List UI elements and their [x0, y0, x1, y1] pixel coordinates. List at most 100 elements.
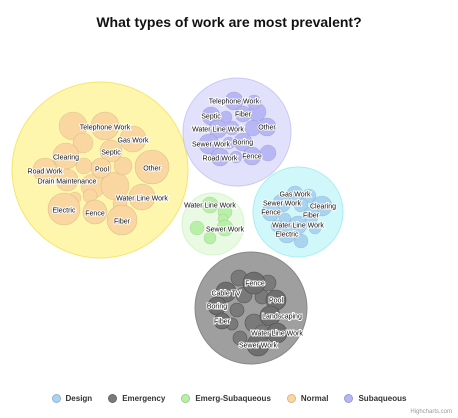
point-label: Road Work	[203, 156, 238, 163]
legend-item-subaqueous[interactable]: Subaqueous	[344, 394, 406, 403]
point-bubble-road-work[interactable]	[210, 147, 230, 167]
chart-title: What types of work are most prevalent?	[96, 14, 362, 30]
point-bubble-fence[interactable]	[242, 271, 266, 295]
legend-label: Emerg-Subaqueous	[195, 394, 271, 403]
legend: Design Emergency Emerg-Subaqueous Normal Sub…	[0, 394, 458, 403]
point-bubble-fiber[interactable]	[106, 204, 138, 236]
point-label: Cable TV	[211, 291, 240, 298]
point-label: Sewer Work	[192, 142, 230, 149]
point-bubble-sewer-work[interactable]	[198, 133, 220, 155]
filler-bubble-emerg-subaqueous[interactable]	[203, 231, 217, 245]
point-bubble-sewer-work[interactable]	[216, 219, 234, 237]
filler-bubble-subaqueous[interactable]	[246, 94, 262, 110]
point-label: Fence	[85, 211, 105, 218]
filler-bubble-emergency[interactable]	[229, 302, 245, 318]
point-bubble-water-line-work[interactable]	[128, 183, 156, 211]
point-label: Sewer Work	[206, 227, 244, 234]
point-label: Clearing	[53, 155, 79, 162]
point-label: Fence	[245, 281, 265, 288]
point-bubble-other[interactable]	[134, 149, 170, 185]
point-bubble-telephone-work[interactable]	[90, 111, 120, 141]
point-bubble-fiber[interactable]	[234, 105, 252, 123]
point-bubble-clearing[interactable]	[52, 142, 80, 170]
point-bubble-septic[interactable]	[99, 139, 123, 163]
legend-label: Normal	[300, 394, 329, 403]
point-label: Other	[143, 166, 161, 173]
filler-bubble-subaqueous[interactable]	[259, 144, 277, 162]
legend-label: Subaqueous	[358, 394, 407, 403]
point-label: Water Line Work	[251, 331, 303, 338]
point-bubble-water-line-work[interactable]	[266, 322, 288, 344]
point-label: Gas Work	[118, 138, 149, 145]
group-bubble-design[interactable]	[252, 166, 344, 258]
point-bubble-telephone-work[interactable]	[224, 91, 244, 111]
point-bubble-water-line-work[interactable]	[201, 196, 219, 214]
point-label: Water Line Work	[192, 127, 244, 134]
point-bubble-water-line-work[interactable]	[208, 119, 228, 139]
point-label: Electric	[53, 208, 76, 215]
point-bubble-road-work[interactable]	[32, 157, 58, 183]
point-label: Sewer Work	[239, 343, 277, 350]
point-bubble-pool[interactable]	[90, 157, 112, 179]
point-label: Pool	[269, 298, 283, 305]
point-label: Other	[258, 125, 276, 132]
point-label: Boring	[233, 140, 253, 147]
point-label: Gas Work	[280, 192, 311, 199]
legend-marker	[51, 394, 61, 403]
point-bubble-fence[interactable]	[261, 202, 281, 222]
point-label: Pool	[95, 167, 109, 174]
point-label: Boring	[207, 304, 227, 311]
point-bubble-gas-work[interactable]	[119, 125, 147, 153]
filler-bubble-design[interactable]	[308, 221, 322, 235]
point-bubble-fence[interactable]	[242, 146, 262, 166]
filler-bubble-subaqueous[interactable]	[229, 150, 243, 164]
filler-bubble-subaqueous[interactable]	[219, 110, 233, 124]
point-label: Water Line Work	[116, 196, 168, 203]
point-label: Fiber	[114, 219, 131, 226]
point-bubble-fiber[interactable]	[302, 206, 320, 224]
legend-item-normal[interactable]: Normal	[286, 394, 329, 403]
filler-bubble-normal[interactable]	[72, 132, 94, 154]
legend-marker	[181, 394, 191, 403]
point-label: Drain Maintenance	[38, 179, 97, 186]
legend-marker	[108, 394, 118, 403]
point-bubble-other[interactable]	[257, 117, 277, 137]
point-label: Septic	[101, 150, 121, 157]
legend-item-emerg-subaqueous[interactable]: Emerg-Subaqueous	[181, 394, 271, 403]
filler-bubble-normal[interactable]	[58, 111, 88, 141]
filler-bubble-design[interactable]	[278, 212, 292, 226]
legend-item-emergency[interactable]: Emergency	[108, 394, 165, 403]
point-label: Fiber	[235, 112, 252, 119]
point-label: Sewer Work	[263, 201, 301, 208]
point-bubble-electric[interactable]	[47, 192, 81, 226]
legend-label: Emergency	[122, 394, 166, 403]
point-bubble-fence[interactable]	[82, 199, 108, 225]
point-label: Fence	[261, 210, 281, 217]
filler-bubble-normal[interactable]	[113, 156, 133, 176]
point-bubble-gas-work[interactable]	[286, 185, 304, 203]
credits[interactable]: Highcharts.com	[410, 409, 452, 415]
point-bubble-cable-tv[interactable]	[215, 281, 237, 303]
point-label: Fiber	[214, 319, 231, 326]
point-bubble-drain-maintenance[interactable]	[55, 168, 79, 192]
point-label: Septic	[201, 114, 221, 121]
point-label: Landscaping	[262, 314, 302, 321]
point-bubble-electric[interactable]	[277, 224, 297, 244]
point-label: Clearing	[310, 204, 336, 211]
point-label: Electric	[276, 232, 299, 239]
filler-bubble-design[interactable]	[293, 233, 309, 249]
legend-label: Design	[65, 394, 93, 403]
point-label: Water Line Work	[272, 223, 324, 230]
point-bubble-fiber[interactable]	[213, 312, 231, 330]
filler-bubble-emergency[interactable]	[232, 330, 248, 346]
point-bubble-sewer-work[interactable]	[246, 333, 270, 357]
legend-item-design[interactable]: Design	[51, 394, 93, 403]
point-bubble-boring[interactable]	[233, 132, 253, 152]
filler-bubble-emerg-subaqueous[interactable]	[189, 220, 205, 236]
